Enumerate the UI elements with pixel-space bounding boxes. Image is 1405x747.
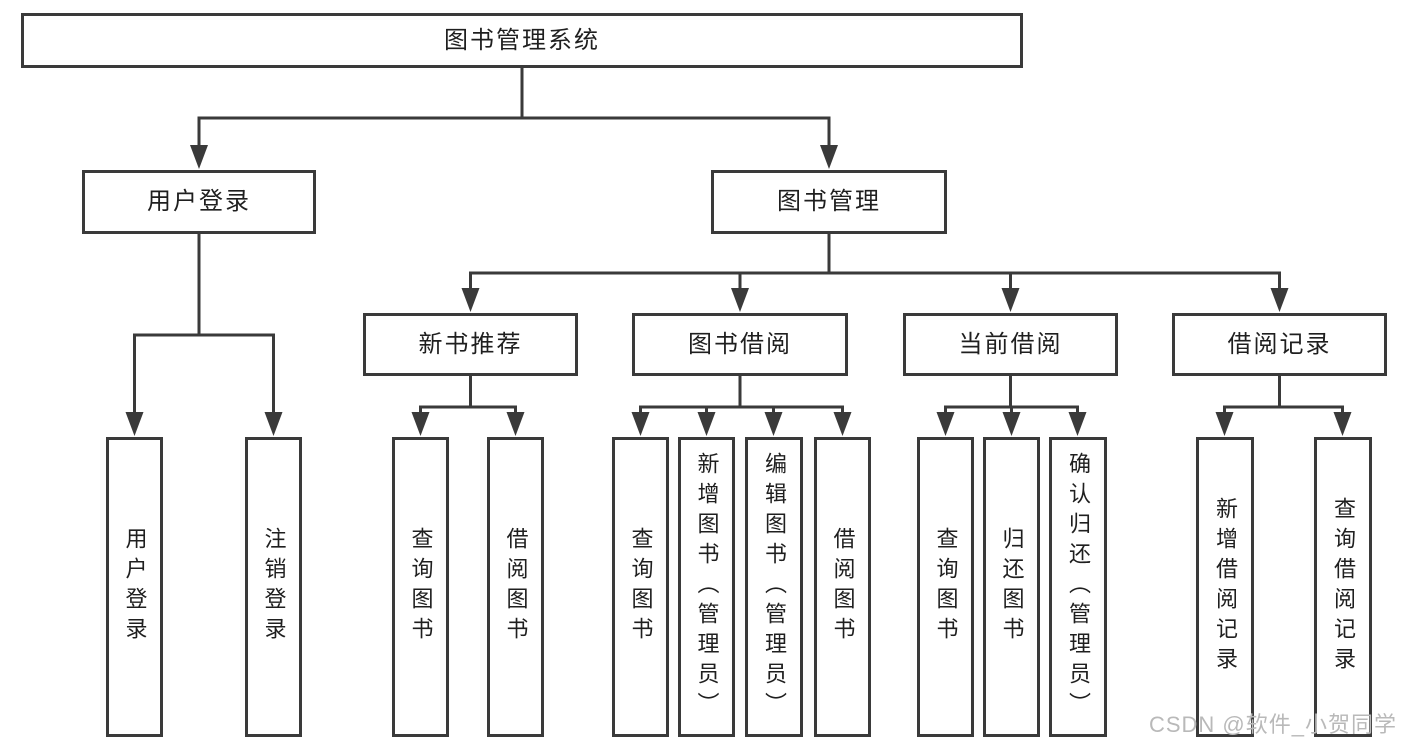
leaf-nb-borrow-books-label: 借阅图书 [503, 527, 529, 647]
node-current-borrow: 当前借阅 [903, 313, 1118, 376]
leaf-bb-edit-books-admin: 编辑图书（管理员） [745, 437, 803, 737]
node-book-management: 图书管理 [711, 170, 947, 234]
leaf-cb-return-books-label: 归还图书 [999, 527, 1025, 647]
leaf-cb-query-books-label: 查询图书 [933, 527, 959, 647]
leaf-br-query-record-label: 查询借阅记录 [1331, 497, 1356, 677]
leaf-cb-confirm-return-admin-label: 确认归还（管理员） [1066, 452, 1091, 722]
leaf-cb-query-books: 查询图书 [917, 437, 974, 737]
leaf-nb-query-books: 查询图书 [392, 437, 449, 737]
leaf-br-add-record: 新增借阅记录 [1196, 437, 1254, 737]
node-new-book-recommend-label: 新书推荐 [418, 330, 523, 358]
node-borrow-records-label: 借阅记录 [1227, 330, 1332, 358]
node-current-borrow-label: 当前借阅 [958, 330, 1063, 358]
leaf-logout: 注销登录 [245, 437, 302, 737]
leaf-cb-confirm-return-admin: 确认归还（管理员） [1049, 437, 1107, 737]
leaf-nb-query-books-label: 查询图书 [408, 527, 434, 647]
leaf-bb-edit-books-admin-label: 编辑图书（管理员） [762, 452, 787, 722]
leaf-br-add-record-label: 新增借阅记录 [1213, 497, 1238, 677]
node-book-borrow-label: 图书借阅 [688, 330, 792, 358]
leaf-user-login-label: 用户登录 [122, 527, 148, 647]
csdn-watermark: CSDN @软件_小贺同学 [1148, 712, 1397, 737]
leaf-user-login: 用户登录 [106, 437, 163, 737]
leaf-cb-return-books: 归还图书 [983, 437, 1040, 737]
leaf-br-query-record: 查询借阅记录 [1314, 437, 1372, 737]
leaf-bb-borrow-books: 借阅图书 [814, 437, 871, 737]
node-new-book-recommend: 新书推荐 [363, 313, 578, 376]
leaf-bb-add-books-admin-label: 新增图书（管理员） [694, 452, 720, 722]
node-user-login: 用户登录 [82, 170, 316, 234]
leaf-nb-borrow-books: 借阅图书 [487, 437, 544, 737]
arrowheads [125, 145, 1352, 436]
leaf-logout-label: 注销登录 [261, 527, 287, 647]
node-root-label: 图书管理系统 [444, 26, 600, 54]
leaf-bb-query-books: 查询图书 [612, 437, 669, 737]
leaf-bb-borrow-books-label: 借阅图书 [830, 527, 856, 647]
leaf-bb-add-books-admin: 新增图书（管理员） [678, 437, 735, 737]
node-user-login-label: 用户登录 [147, 188, 251, 215]
node-book-borrow: 图书借阅 [632, 313, 848, 376]
node-root: 图书管理系统 [21, 13, 1023, 68]
node-borrow-records: 借阅记录 [1172, 313, 1387, 376]
leaf-bb-query-books-label: 查询图书 [628, 527, 654, 647]
node-book-management-label: 图书管理 [777, 188, 881, 215]
